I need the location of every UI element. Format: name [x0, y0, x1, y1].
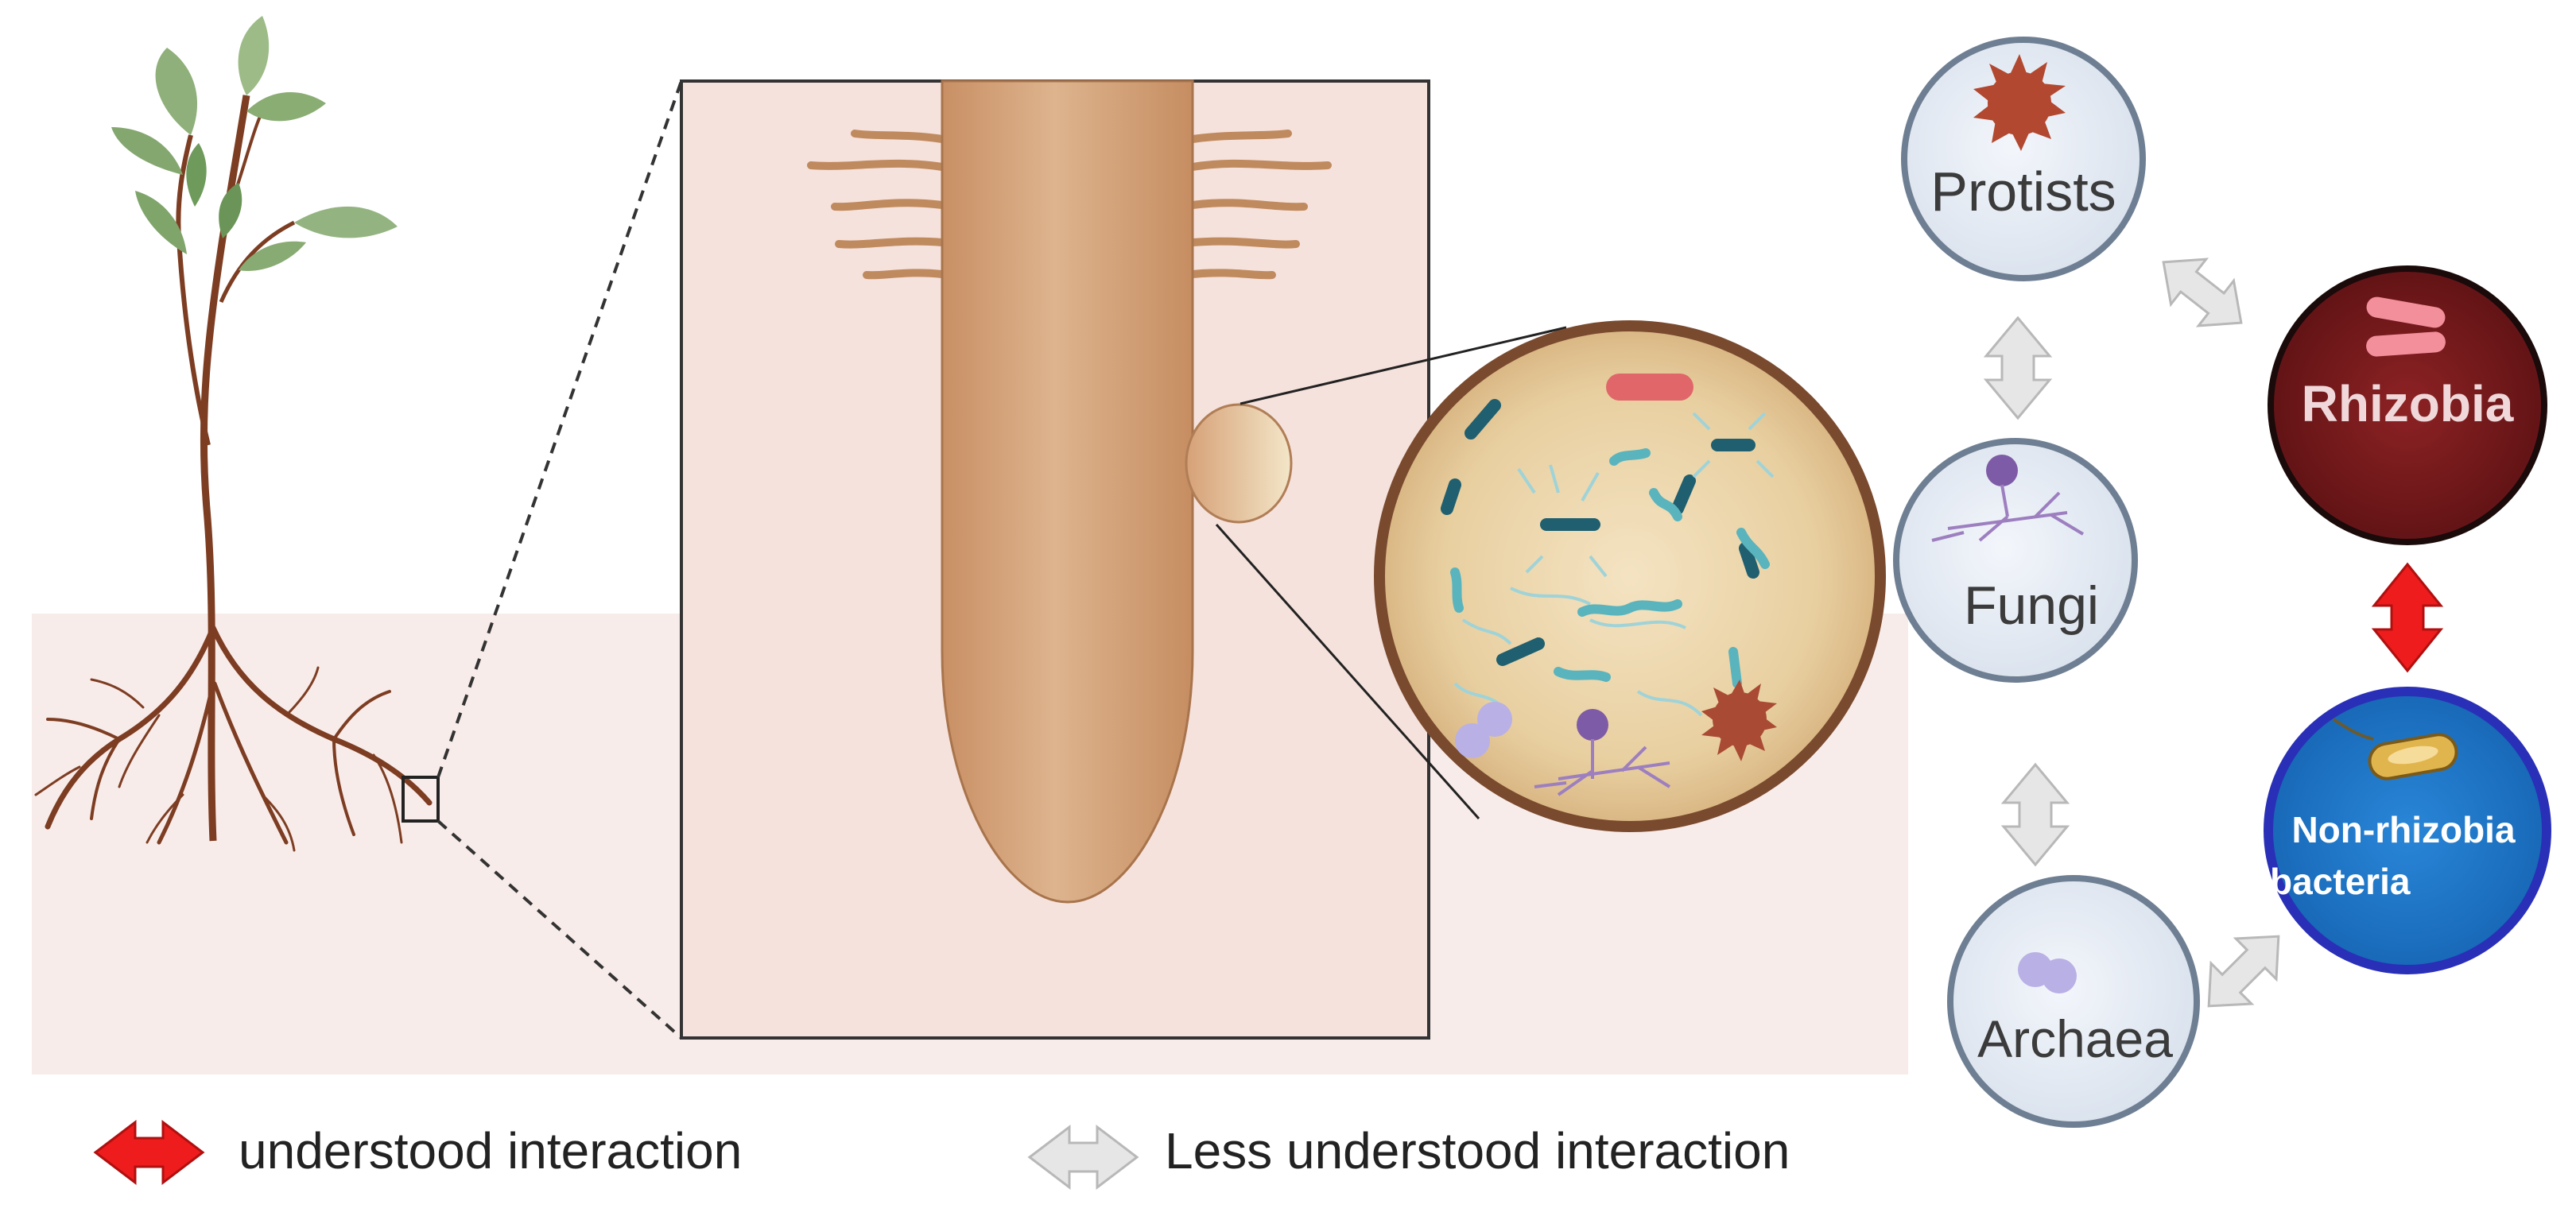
fungi-node: Fungi [1893, 438, 2138, 683]
zoom-line-bottom [436, 819, 683, 1040]
gray-arrow-fungi-archaea [2000, 762, 2070, 867]
non-rhizobia-label-line1: Non-rhizobia [2291, 809, 2515, 850]
rhizobia-label: Rhizobia [2302, 375, 2514, 432]
microbiome-circle [1374, 320, 1886, 832]
legend-red-arrow-icon [93, 1119, 205, 1186]
fungus-icon [1931, 455, 2085, 542]
legend: understood interaction Less understood i… [93, 1119, 1790, 1191]
non-rhizobia-bacteria-node: Non-rhizobia bacteria [2264, 687, 2551, 974]
root-zoom-box [402, 776, 440, 823]
rhizobia-icon [2366, 296, 2446, 357]
archaea-icon [2018, 952, 2077, 993]
legend-understood-label: understood interaction [239, 1122, 742, 1179]
bacterium-icon [2332, 718, 2458, 780]
archaea-node: Archaea [1947, 875, 2200, 1128]
zoom-line-top [436, 80, 683, 778]
rhizobia-node: Rhizobia [2268, 265, 2547, 545]
protist-icon [1973, 54, 2066, 151]
legend-gray-arrow-icon [1027, 1124, 1139, 1191]
gray-arrow-protists-fungi [1983, 316, 2053, 420]
gray-arrow-protists-rhizobia [2162, 258, 2243, 327]
red-arrow-rhizobia-bacteria [2371, 562, 2444, 673]
gray-arrow-archaea-bacteria [2207, 935, 2280, 1008]
plant-illustration [34, 16, 440, 852]
protists-label: Protists [1930, 161, 2116, 223]
fungi-label: Fungi [1964, 575, 2099, 636]
legend-less-understood-label: Less understood interaction [1165, 1122, 1790, 1179]
root-tip-panel [680, 79, 1430, 1040]
protists-node: Protists [1901, 37, 2146, 281]
root-nodule [1185, 403, 1293, 524]
archaea-label: Archaea [1977, 1009, 2173, 1068]
non-rhizobia-label-line2: bacteria [2270, 861, 2411, 902]
